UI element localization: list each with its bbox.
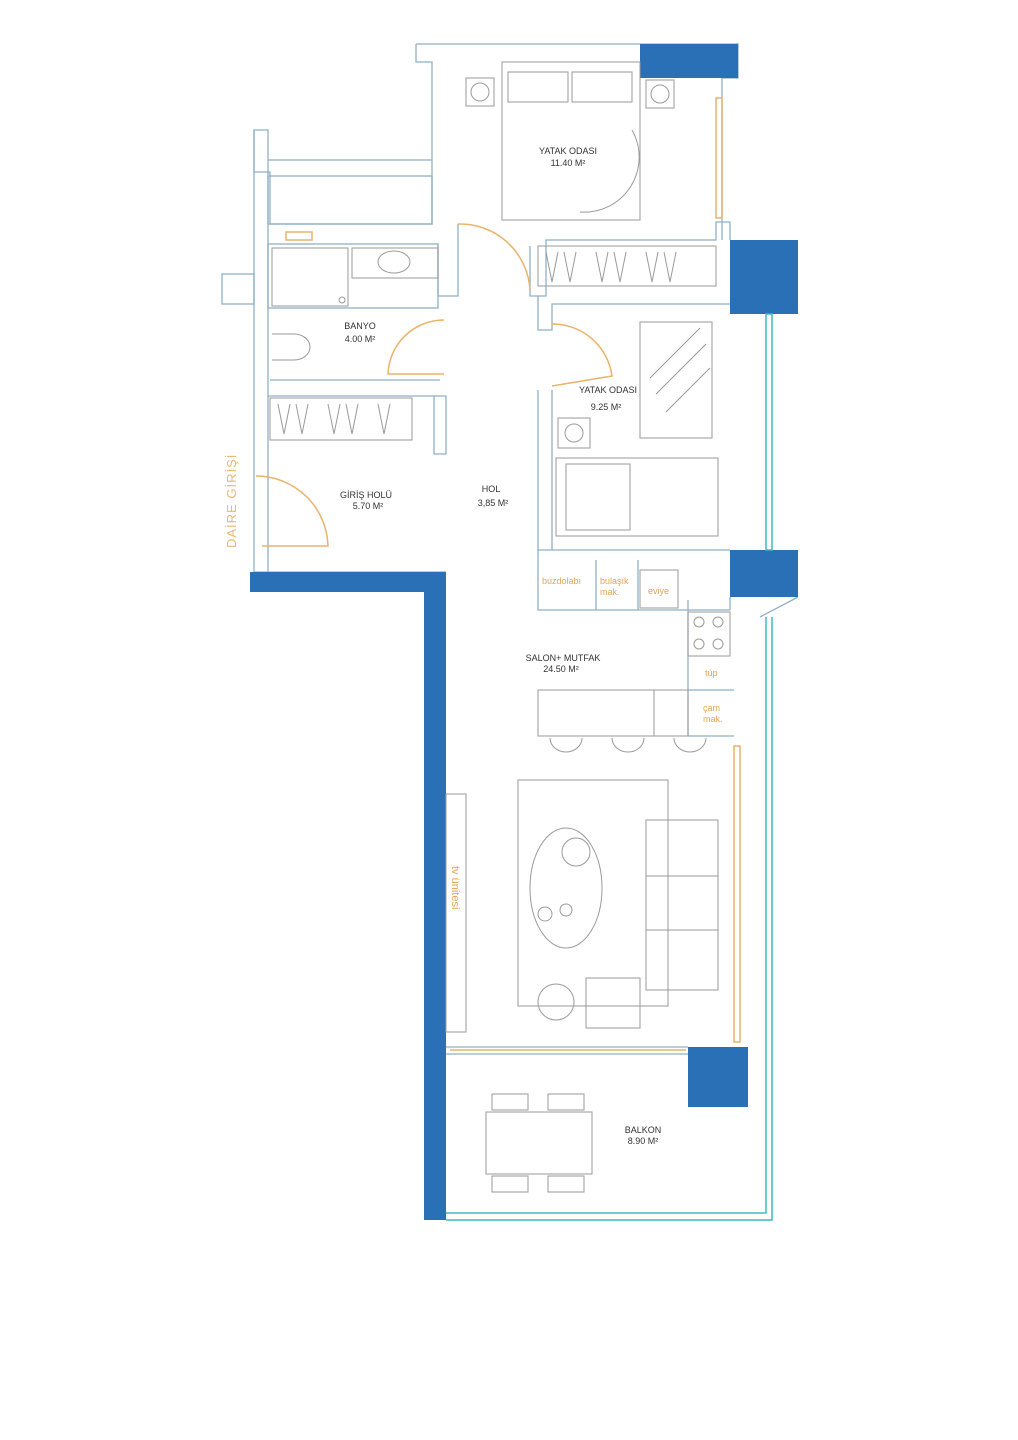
doors [255, 223, 613, 547]
room-name: BANYO [344, 321, 376, 331]
washer-label-2: mak. [703, 714, 723, 724]
entrance-label: DAİRE GİRİŞİ [224, 454, 239, 548]
dishwasher-label: bulaşık [600, 576, 629, 586]
sink-label: eviye [648, 586, 669, 596]
room-area: 5.70 M² [353, 501, 384, 511]
fridge-label: buzdolabı [542, 576, 581, 586]
room-name: HOL [482, 484, 501, 494]
room-name: SALON+ MUTFAK [526, 653, 601, 663]
windows [285, 97, 773, 1221]
gas-label: tüp [705, 668, 718, 678]
structural-walls [250, 44, 798, 1220]
room-area: 11.40 M² [551, 158, 586, 168]
room-area: 9.25 M² [591, 402, 622, 412]
room-area: 8.90 M² [628, 1136, 659, 1146]
room-name: GİRİŞ HOLÜ [340, 490, 392, 500]
dishwasher-label-2: mak. [600, 587, 620, 597]
walls [221, 43, 799, 1055]
room-name: YATAK ODASI [579, 385, 637, 395]
furniture [269, 61, 731, 1193]
washer-label: çam [703, 703, 720, 713]
room-area: 24.50 M² [543, 664, 579, 674]
tv-unit-label: tv ünitesi [449, 866, 461, 909]
room-name: BALKON [625, 1125, 662, 1135]
room-name: YATAK ODASI [539, 146, 597, 156]
room-area: 4.00 M² [345, 334, 376, 344]
room-area: 3,85 M² [478, 498, 509, 508]
